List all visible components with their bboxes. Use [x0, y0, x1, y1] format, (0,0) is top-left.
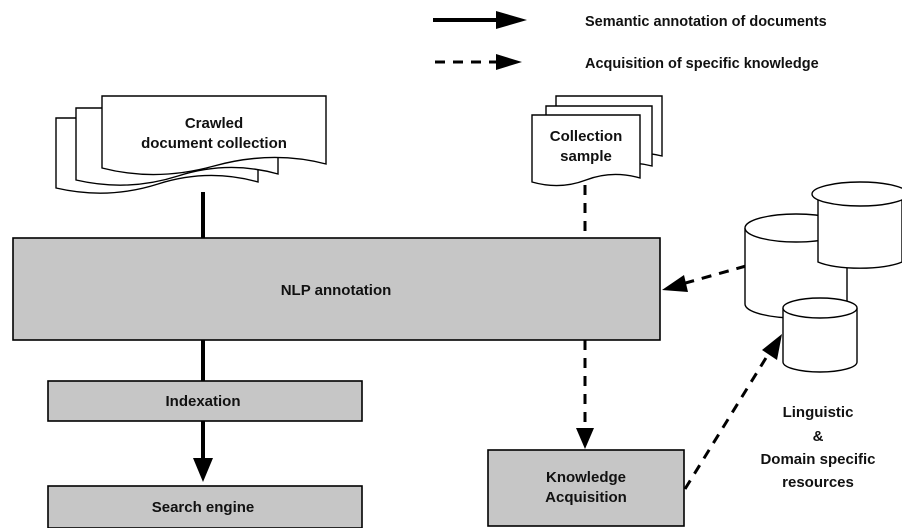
nlp-to-knowledge-arrowhead [576, 428, 594, 449]
search-engine-box [47, 485, 363, 528]
nlp-label: NLP annotation [281, 282, 392, 299]
knowledge-label-line1: Knowledge [546, 469, 626, 486]
legend: Semantic annotation of documents Acquisi… [433, 11, 827, 72]
database-cylinder-icon [782, 297, 858, 373]
legend-solid-label: Semantic annotation of documents [585, 14, 827, 30]
sample-label-line1: Collection [550, 128, 623, 145]
connectors [193, 185, 782, 490]
resources-label-line4: resources [782, 474, 854, 491]
resources-label-line3: Domain specific [760, 451, 875, 468]
search-engine: Search engine [47, 485, 363, 528]
resource-databases: Linguistic & Domain specific resources [744, 181, 902, 491]
sample-sheet [531, 114, 641, 187]
search-engine-label: Search engine [152, 499, 255, 516]
resources-to-nlp-arrowhead [662, 275, 688, 292]
crawled-document-collection: Crawled document collection [55, 95, 327, 194]
indexation: Indexation [47, 380, 363, 422]
database-cylinder-icon [811, 181, 902, 269]
knowledge-label-line2: Acquisition [545, 489, 627, 506]
legend-dashed-arrowhead [496, 54, 522, 70]
indexation-to-search-arrowhead [193, 458, 213, 482]
indexation-box [47, 380, 363, 422]
crawled-label-line2: document collection [141, 135, 287, 152]
legend-dashed-label: Acquisition of specific knowledge [585, 56, 819, 72]
sample-label-line2: sample [560, 148, 612, 165]
indexation-label: Indexation [165, 393, 240, 410]
document-sheet [101, 95, 327, 176]
knowledge-to-resources-arrowhead [762, 334, 782, 360]
resources-label-line2: & [813, 428, 824, 445]
resources-label-line1: Linguistic [783, 404, 854, 421]
nlp-box [12, 237, 661, 341]
legend-solid-arrowhead [496, 11, 527, 29]
knowledge-acquisition: Knowledge Acquisition [487, 449, 685, 527]
knowledge-box [487, 449, 685, 527]
resources-to-nlp-arrow [681, 264, 747, 286]
collection-sample: Collection sample [531, 95, 663, 187]
knowledge-to-resources-arrow [683, 352, 771, 490]
nlp-annotation: NLP annotation [12, 237, 661, 341]
crawled-label-line1: Crawled [185, 115, 243, 132]
